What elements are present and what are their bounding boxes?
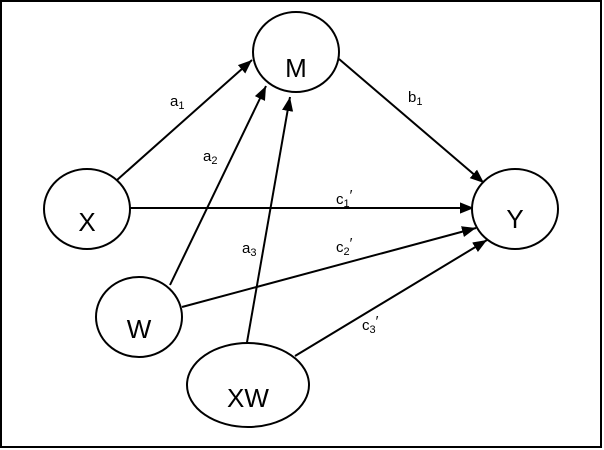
edge-label-c3: c3′: [362, 313, 379, 336]
edge-label-a2: a2: [203, 148, 217, 167]
edge-w-to-y: [181, 226, 477, 308]
node-xw-label: XW: [227, 383, 269, 413]
node-w-circle: [95, 276, 183, 358]
edge-label-b1: b1: [408, 89, 422, 108]
node-x: X: [43, 168, 131, 250]
node-m-label: M: [285, 53, 307, 83]
edges: [116, 58, 488, 357]
edge-label-c1: c1′: [336, 187, 353, 210]
node-y: Y: [471, 168, 559, 250]
edge-x-to-m: [116, 59, 253, 181]
node-m: M: [252, 11, 340, 93]
edge-w-to-m: [169, 85, 267, 286]
node-x-label: X: [78, 207, 95, 237]
node-y-circle: [471, 168, 559, 250]
node-x-circle: [43, 168, 131, 250]
edge-label-a1: a1: [170, 93, 184, 112]
edge-label-c2: c2′: [336, 235, 353, 258]
edge-xw-to-y: [294, 239, 488, 357]
node-xw-ellipse: [186, 342, 310, 428]
edge-xw-to-m: [245, 96, 294, 349]
node-y-label: Y: [506, 204, 523, 234]
node-w: W: [95, 276, 183, 358]
node-xw: XW: [186, 342, 310, 428]
edge-label-a3: a3: [242, 240, 256, 259]
node-w-label: W: [127, 314, 152, 344]
edge-labels: a1 a2 a3 b1 c1′ c2′ c3′: [170, 89, 422, 336]
edge-m-to-y: [338, 58, 485, 184]
node-m-circle: [252, 11, 340, 93]
